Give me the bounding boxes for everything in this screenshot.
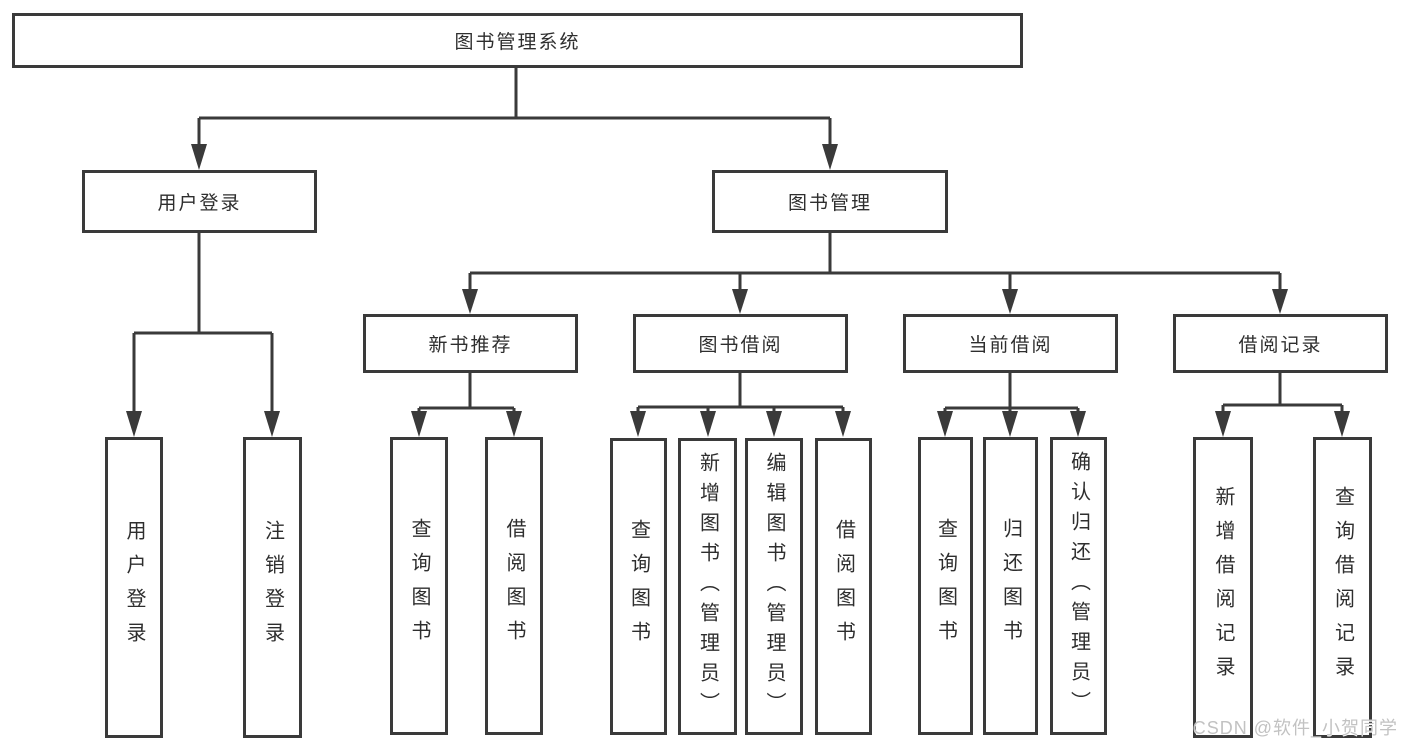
leaf-label: 借阅图书 (503, 518, 525, 654)
node-label: 借阅记录 (1238, 335, 1323, 356)
node-new-book-recommend: 新书推荐 (363, 314, 578, 373)
leaf-label: 用户登录 (123, 519, 145, 656)
leaf-query-borrow-record: 查询借阅记录 (1313, 437, 1372, 738)
node-label: 用户登录 (157, 193, 242, 214)
leaf-label: 借阅图书 (832, 518, 855, 655)
node-current-borrowing: 当前借阅 (903, 314, 1118, 373)
arrowheads (126, 144, 1350, 437)
node-book-borrowing: 图书借阅 (633, 314, 848, 373)
node-book-management: 图书管理 (712, 170, 948, 233)
leaf-label: 确认归还（管理员） (1067, 451, 1090, 721)
connector-userlogin-to-leaves (132, 233, 274, 415)
node-borrowing-records: 借阅记录 (1173, 314, 1388, 373)
leaf-label: 查询图书 (627, 518, 650, 655)
leaf-add-borrow-record: 新增借阅记录 (1193, 437, 1253, 738)
leaf-label: 编辑图书（管理员） (763, 451, 785, 722)
node-label: 当前借阅 (968, 335, 1053, 356)
connector-newbook-to-leaves (417, 373, 516, 415)
connector-current-to-leaves (943, 373, 1080, 415)
leaf-user-login: 用户登录 (105, 437, 163, 738)
leaf-label: 查询图书 (408, 518, 430, 654)
node-label: 图书管理系统 (454, 32, 581, 53)
connector-borrow-to-leaves (636, 373, 845, 415)
leaf-add-books-admin: 新增图书（管理员） (678, 438, 737, 735)
leaf-label: 查询借阅记录 (1331, 485, 1354, 690)
watermark: CSDN @软件_小贺同学 (1192, 718, 1398, 738)
node-label: 图书管理 (787, 193, 872, 214)
leaf-logout: 注销登录 (243, 437, 302, 738)
node-user-login: 用户登录 (82, 170, 317, 233)
leaf-query-books-borrow: 查询图书 (610, 438, 667, 735)
leaf-query-books-recommend: 查询图书 (390, 437, 448, 735)
connector-root-to-level2 (197, 68, 832, 150)
node-label: 新书推荐 (428, 335, 513, 356)
leaf-borrow-books-recommend: 借阅图书 (485, 437, 543, 735)
leaf-confirm-return-admin: 确认归还（管理员） (1050, 437, 1107, 735)
node-label: 图书借阅 (698, 335, 783, 356)
leaf-label: 新增图书（管理员） (696, 451, 719, 722)
leaf-query-books-current: 查询图书 (918, 437, 973, 735)
leaf-label: 归还图书 (999, 518, 1022, 654)
leaf-borrow-books: 借阅图书 (815, 438, 872, 735)
leaf-edit-books-admin: 编辑图书（管理员） (745, 438, 803, 735)
node-library-management-system: 图书管理系统 (12, 13, 1023, 68)
connector-bookmgmt-to-level3 (468, 233, 1282, 293)
leaf-return-books: 归还图书 (983, 437, 1038, 735)
leaf-label: 注销登录 (261, 519, 284, 656)
leaf-label: 新增借阅记录 (1212, 485, 1234, 690)
leaf-label: 查询图书 (934, 518, 957, 654)
connector-records-to-leaves (1221, 373, 1344, 415)
